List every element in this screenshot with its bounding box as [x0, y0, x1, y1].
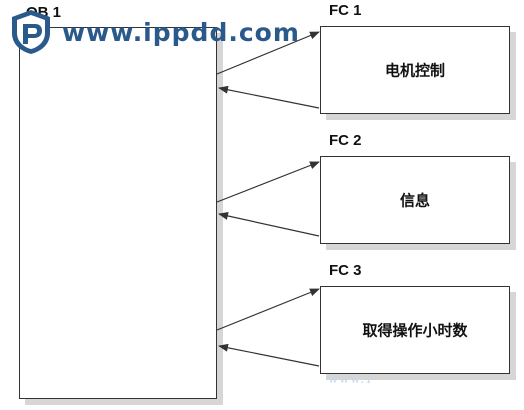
fc2-label: 信息: [399, 191, 430, 210]
fc3-title: FC 3: [329, 262, 362, 279]
watermark: www.ippdd.com: [8, 8, 300, 56]
fc3-block: 取得操作小时数: [320, 286, 510, 374]
fc2-return-arrow: [218, 212, 320, 237]
fc3-call-arrow: [216, 288, 320, 331]
fc1-call-arrow: [216, 31, 320, 75]
fc1-return-arrow: [218, 85, 320, 109]
fc1-label: 电机控制: [384, 61, 445, 80]
fc2-call-arrow: [216, 161, 320, 203]
fc1-title: FC 1: [329, 2, 362, 19]
fc3-label: 取得操作小时数: [362, 321, 468, 340]
fc2-title: FC 2: [329, 132, 362, 149]
shield-logo-icon: [12, 10, 50, 54]
watermark-bottom-text: www.1: [328, 372, 373, 387]
fc3-return-arrow: [218, 343, 320, 367]
ob1-block: [19, 27, 217, 399]
watermark-text: www.ippdd.com: [62, 17, 300, 47]
fc2-block: 信息: [320, 156, 510, 244]
fc1-block: 电机控制: [320, 26, 510, 114]
